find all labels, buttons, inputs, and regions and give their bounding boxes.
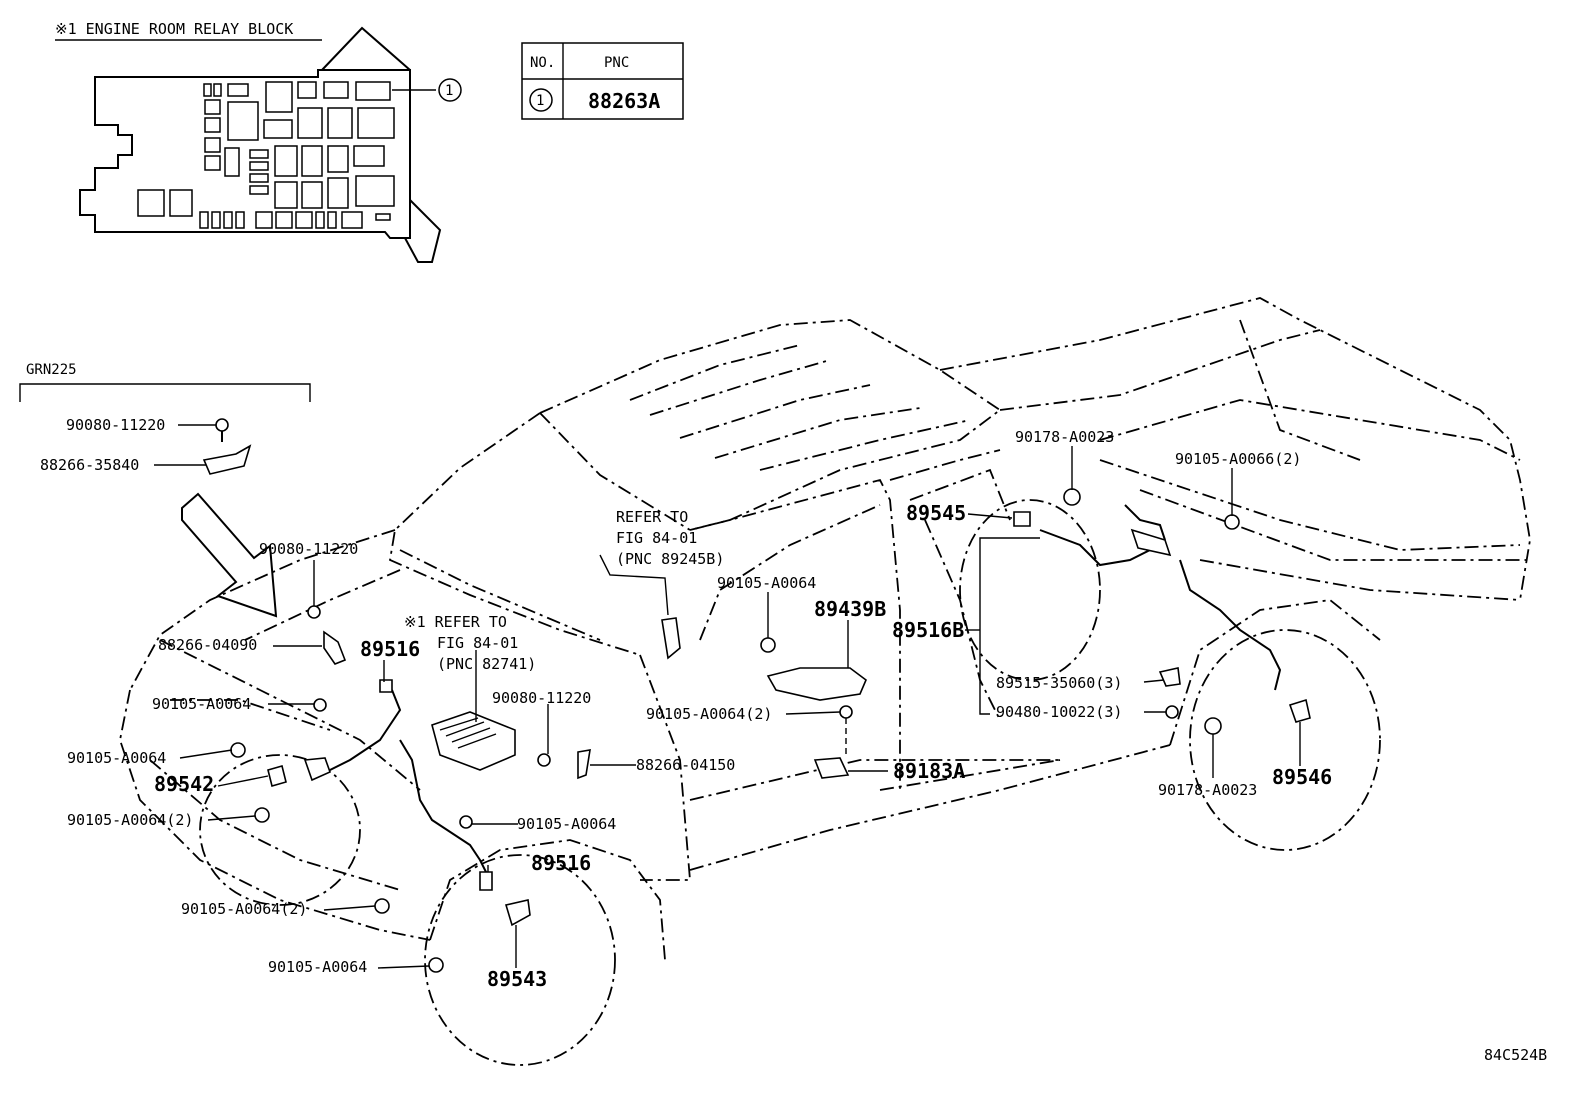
grn225-title: GRN225 [26,362,77,378]
label-89516b: 89516B [892,618,964,642]
label-89439b: 89439B [814,597,886,621]
label-90178-a0023-b: 90178-A0023 [1158,781,1257,799]
label-89543: 89543 [487,967,547,991]
grommet-90178-a [1063,488,1081,506]
bolt-90105-a [313,698,327,712]
label-89542: 89542 [154,772,214,796]
bolt-90105-b [230,742,246,758]
bolt-90080-a [307,605,321,619]
part-labels: 90080-11220 88266-04090 89516 90105-A006… [67,428,1332,991]
label-90105-a0064-2c: 90105-A0064(2) [646,705,772,723]
relay-fuse-cells [137,81,395,229]
bracket-89439b [766,667,867,701]
pnc-table-row-pnc: 88263A [588,89,660,113]
label-89515-35060: 89515-35060(3) [996,674,1122,692]
refer-note-82741: ※1 REFER TO FIG 84-01 (PNC 82741) [404,613,536,673]
truck-outline [119,297,1531,1066]
bracket-88266-04090 [323,630,347,665]
bolt-90105-2b [374,898,390,914]
label-90080-11220-a: 90080-11220 [259,540,358,558]
sensor-89542-body [303,757,332,782]
label-89183a: 89183A [893,759,965,783]
engine-room-relay-block-inset: ※1 ENGINE ROOM RELAY BLOCK [55,20,462,263]
diagram-code: 84C524B [1484,1046,1547,1064]
label-88266-04090: 88266-04090 [158,636,257,654]
sensor-89516-a [379,679,393,693]
leader-lines [179,446,1301,969]
label-90105-a0064-c: 90105-A0064 [717,574,816,592]
relay-block-title: ※1 ENGINE ROOM RELAY BLOCK [55,20,293,38]
refer-b-line1: ※1 REFER TO [404,613,507,631]
pnc-table: NO. PNC 1 88263A [521,42,684,120]
fasteners [230,488,1240,973]
relay-callout-circle [438,78,462,102]
clip-90480 [1165,705,1179,719]
refer-a-line2: FIG 84-01 [616,529,697,547]
label-90080-11220-b: 90080-11220 [492,689,591,707]
label-89546: 89546 [1272,765,1332,789]
label-90105-a0064-2a: 90105-A0064(2) [67,811,193,829]
sensor-89543 [504,899,531,927]
bolt-90105-a0066 [1224,514,1240,530]
bolt-90105-e [428,957,444,973]
label-90178-a0023-a: 90178-A0023 [1015,428,1114,446]
label-90105-a0066: 90105-A0066(2) [1175,450,1301,468]
bolt-90105-c [760,637,776,653]
bolt-90080-b [537,753,551,767]
refer-b-line2: FIG 84-01 [437,634,518,652]
label-89516-b: 89516 [531,851,591,875]
label-90105-a0064-b: 90105-A0064 [67,749,166,767]
grn-label-88266: 88266-35840 [40,456,139,474]
harness-89516b-connector [1130,528,1172,557]
bolt-90105-2c [839,705,853,719]
bracket-88266-04150 [577,749,591,780]
wiring-harness [329,504,1282,881]
refer-b-line3: (PNC 82741) [437,655,536,673]
label-89516-a: 89516 [360,637,420,661]
pnc-table-row-no: 1 [536,93,544,109]
pnc-table-header-no: NO. [530,55,555,71]
sensor-89542 [267,765,287,787]
bracket-88266-35840 [202,444,252,475]
relay-callout-number: 1 [445,83,453,99]
label-89545: 89545 [906,501,966,525]
label-90105-a0064-a: 90105-A0064 [152,695,251,713]
label-90480-10022: 90480-10022(3) [996,703,1122,721]
grommet-90178-b [1204,717,1222,735]
sensor-parts [267,511,1311,927]
sensor-89546 [1288,698,1311,723]
sensor-89183a [813,757,850,779]
part-ref-89245b [661,617,681,660]
label-90105-a0064-2b: 90105-A0064(2) [181,900,307,918]
label-90105-a0064-d: 90105-A0064 [517,815,616,833]
label-88266-04150: 88266-04150 [636,756,735,774]
refer-note-89245b: REFER TO FIG 84-01 (PNC 89245B) [616,508,724,568]
grn225-section: GRN225 90080-11220 88266-35840 [19,362,311,475]
grn-label-90080: 90080-11220 [66,416,165,434]
label-90105-a0064-e: 90105-A0064 [268,958,367,976]
bolt-90105-d [459,815,473,829]
bolt-90105-2a [254,807,270,823]
direction-arrow [181,492,278,618]
sensor-89516-b [479,871,493,891]
refer-a-line3: (PNC 89245B) [616,550,724,568]
clamp-89515 [1158,667,1181,687]
pnc-table-header-pnc: PNC [604,55,629,71]
refer-a-line1: REFER TO [616,508,688,526]
relay-block-part [431,711,516,771]
sensor-89545 [1013,511,1031,527]
